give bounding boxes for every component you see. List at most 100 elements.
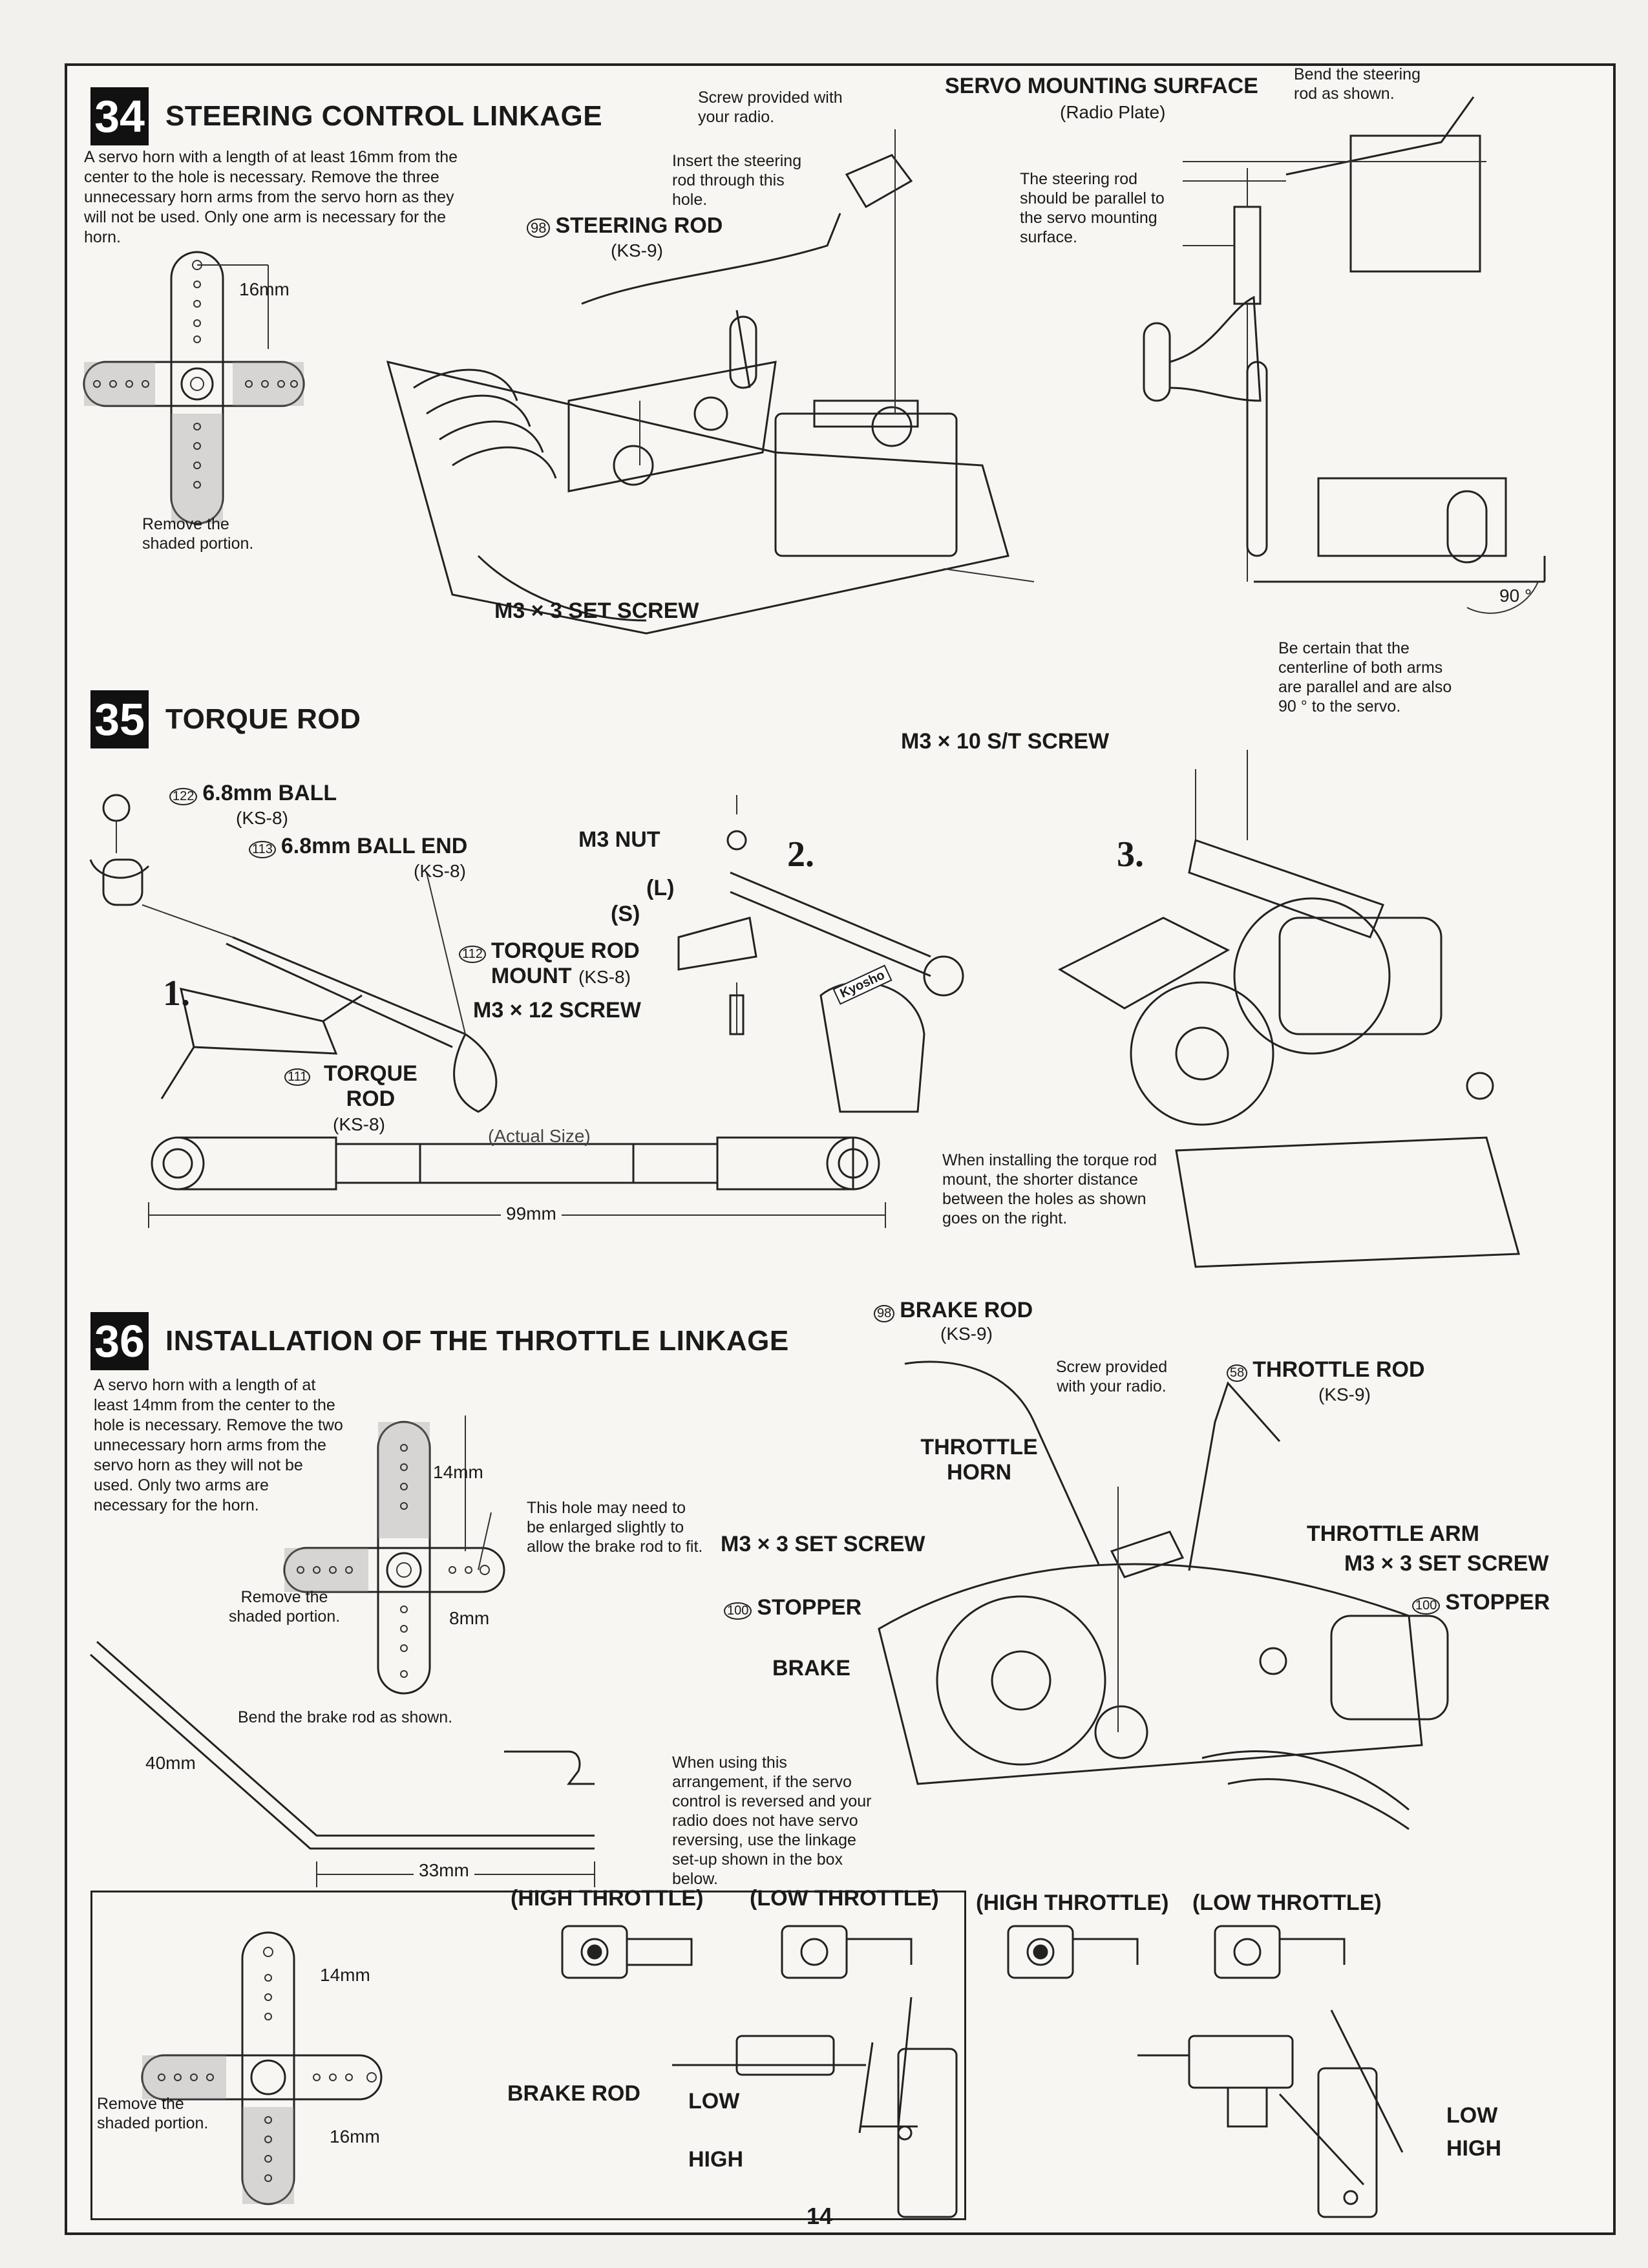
- centerline-note: Be certain that the centerline of both a…: [1278, 639, 1452, 715]
- parallel-note: The steering rod should be parallel to t…: [1020, 170, 1165, 246]
- stopper-left-name: STOPPER: [757, 1595, 862, 1620]
- step-3-label: 3.: [1117, 834, 1144, 874]
- inset-servo-linkage-left: [672, 1997, 958, 2218]
- section-number-34: 34: [90, 87, 149, 145]
- l-marker: (L): [646, 876, 675, 900]
- remove-shaded-note: Remove the shaded portion.: [142, 515, 254, 553]
- throttle-arm-label: THROTTLE ARM: [1307, 1521, 1479, 1546]
- right-low-label: LOW: [1446, 2103, 1498, 2128]
- steering-rod-name: STEERING ROD: [555, 213, 723, 238]
- servo-surface-label: SERVO MOUNTING SURFACE: [945, 74, 1258, 98]
- brake-rod-code: (KS-9): [940, 1324, 993, 1344]
- inset-brake-rod-label: BRAKE ROD: [507, 2081, 640, 2106]
- ball-label: 122 6.8mm BALL: [169, 781, 337, 806]
- part-number-112: 112: [459, 946, 486, 963]
- step-1-label: 1.: [163, 973, 190, 1013]
- radio-plate-label: (Radio Plate): [1060, 102, 1166, 122]
- torque-rod-code: (KS-8): [333, 1114, 385, 1134]
- remove-shaded-note-2: Remove the shaded portion.: [228, 1588, 341, 1626]
- inset-high-throttle: (HIGH THROTTLE): [511, 1886, 704, 1911]
- servo-side-view-illustration: [1143, 96, 1546, 614]
- throttle-intro-text: A servo horn with a length of at least 1…: [94, 1376, 343, 1514]
- insert-rod-note: Insert the steering rod through this hol…: [672, 152, 802, 209]
- throttle-horn-label: THROTTLE HORN: [920, 1435, 1038, 1485]
- set-screw-label: M3 × 3 SET SCREW: [494, 599, 699, 623]
- mount-label: 112 TORQUE ROD MOUNT: [459, 938, 659, 989]
- torque-rod-assembly-illustration: [89, 794, 498, 1113]
- part-number-58: 58: [1227, 1364, 1248, 1382]
- throttle-assembly-illustration: [878, 1361, 1449, 1830]
- steering-chassis-illustration: [386, 129, 1035, 635]
- part-number-113: 113: [249, 841, 276, 858]
- throttle-rod-code: (KS-9): [1318, 1384, 1371, 1404]
- part-number-111: 111: [284, 1068, 311, 1086]
- inset-low-label: LOW: [688, 2089, 740, 2114]
- stopper-right-name: STOPPER: [1445, 1590, 1550, 1615]
- torque-rod-mount-parts: [677, 795, 964, 1113]
- dim-8mm: 8mm: [449, 1608, 490, 1628]
- mount-code: (KS-8): [578, 967, 631, 987]
- section-number-36: 36: [90, 1312, 149, 1370]
- inset-remove-shaded: Remove the shaded portion.: [97, 2095, 209, 2132]
- section-title-torque-rod: TORQUE ROD: [165, 703, 361, 735]
- section-35-heading: 35 TORQUE ROD: [90, 690, 361, 748]
- stopper-right-label: 100 STOPPER: [1412, 1590, 1550, 1615]
- inset-dim-16mm: 16mm: [330, 2126, 380, 2146]
- throttle-rod-label: 58 THROTTLE ROD: [1227, 1357, 1425, 1383]
- ball-end-label: 113 6.8mm BALL END: [249, 834, 467, 859]
- stopper-left-label: 100 STOPPER: [724, 1595, 861, 1620]
- set-screw-right-label: M3 × 3 SET SCREW: [1344, 1551, 1549, 1576]
- brake-label: BRAKE: [772, 1656, 850, 1680]
- m3-nut-label: M3 NUT: [578, 827, 660, 852]
- throttle-carb-views: [561, 1925, 1346, 1979]
- inset-low-throttle: (LOW THROTTLE): [750, 1886, 939, 1911]
- part-number-98b: 98: [874, 1305, 895, 1322]
- part-number-100: 100: [724, 1602, 752, 1620]
- reverse-arrangement-note: When using this arrangement, if the serv…: [672, 1754, 872, 1888]
- inset-horn-illustration: [141, 1931, 383, 2205]
- brake-rod-name: BRAKE ROD: [900, 1298, 1033, 1322]
- page-number: 14: [807, 2203, 833, 2229]
- page-frame: [65, 63, 1616, 2235]
- throttle-rod-name: THROTTLE ROD: [1252, 1357, 1425, 1382]
- servo-horn-14mm-illustration: [283, 1415, 505, 1695]
- section-title-steering: STEERING CONTROL LINKAGE: [165, 100, 603, 132]
- dim-99mm: 99mm: [501, 1203, 562, 1224]
- part-number-98: 98: [527, 218, 551, 238]
- ball-end-name: 6.8mm BALL END: [280, 834, 468, 858]
- bend-brake-note: Bend the brake rod as shown.: [238, 1708, 453, 1726]
- engine-chassis-illustration: [1057, 750, 1520, 1268]
- right-low-throttle: (LOW THROTTLE): [1192, 1891, 1382, 1915]
- part-number-100b: 100: [1412, 1597, 1441, 1615]
- inset-high-label: HIGH: [688, 2147, 743, 2172]
- torque-install-note: When installing the torque rod mount, th…: [942, 1151, 1157, 1227]
- mount-name: TORQUE ROD MOUNT: [491, 938, 640, 988]
- section-34-heading: 34 STEERING CONTROL LINKAGE: [90, 87, 602, 145]
- section-title-throttle: INSTALLATION OF THE THROTTLE LINKAGE: [165, 1325, 789, 1357]
- torque-rod-name: TORQUE ROD: [323, 1061, 417, 1111]
- section-number-35: 35: [90, 690, 149, 748]
- steering-rod-code: (KS-9): [611, 240, 663, 260]
- dim-33mm: 33mm: [414, 1860, 474, 1881]
- screw-radio-note: Screw provided with your radio.: [698, 89, 843, 126]
- step-2-label: 2.: [787, 834, 814, 874]
- actual-size-label: (Actual Size): [488, 1126, 591, 1146]
- ball-end-code: (KS-8): [414, 861, 466, 881]
- servo-horn-16mm-illustration: [83, 251, 305, 525]
- enlarge-hole-note: This hole may need to be enlarged slight…: [527, 1499, 703, 1556]
- steering-rod-label: 98 STEERING ROD: [527, 213, 723, 238]
- ball-code: (KS-8): [236, 808, 288, 828]
- right-high-throttle: (HIGH THROTTLE): [976, 1891, 1169, 1915]
- torque-rod-label: 111 TORQUE ROD: [284, 1061, 425, 1112]
- st-screw-label: M3 × 10 S/T SCREW: [901, 729, 1110, 754]
- dim-40mm: 40mm: [145, 1753, 196, 1773]
- set-screw-left-label: M3 × 3 SET SCREW: [721, 1532, 925, 1556]
- section-36-heading: 36 INSTALLATION OF THE THROTTLE LINKAGE: [90, 1312, 789, 1370]
- reversed-linkage-box: [90, 1891, 966, 2220]
- inset-dim-14mm: 14mm: [320, 1965, 370, 1985]
- ball-name: 6.8mm BALL: [202, 781, 337, 805]
- brake-rod-label: 98 BRAKE ROD: [874, 1298, 1033, 1323]
- bend-rod-note: Bend the steering rod as shown.: [1294, 65, 1421, 103]
- s-marker: (S): [611, 902, 640, 926]
